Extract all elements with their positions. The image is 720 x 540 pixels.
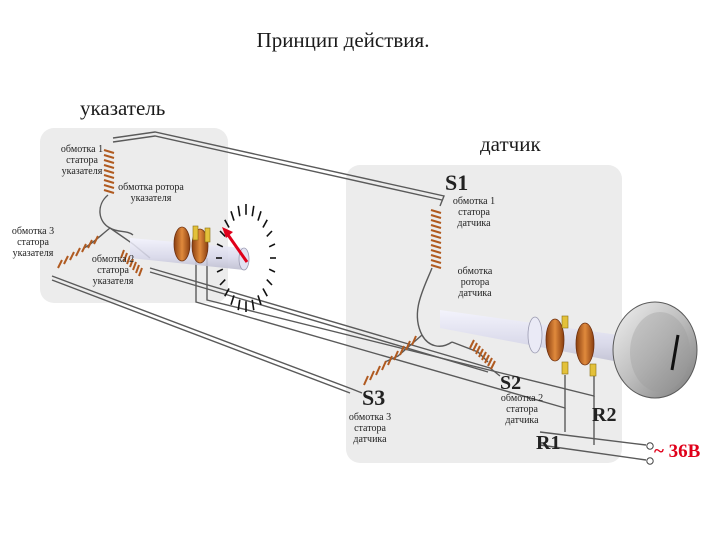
wiring — [51, 131, 647, 461]
dial-tick — [266, 230, 273, 237]
dial-tick — [219, 279, 226, 286]
supply-voltage-label: ~ 36В — [654, 441, 701, 462]
sensor-stator1-label: обмотка 1 статора датчика — [452, 196, 496, 229]
sensor-r2-label: R2 — [592, 404, 617, 426]
sensor-stator2-label: обмотка 2 статора датчика — [500, 393, 544, 426]
sensor-heading: датчик — [480, 132, 541, 156]
indicator-stator1-coil — [103, 149, 115, 194]
dial-tick — [251, 299, 255, 311]
supply-terminal-bottom — [646, 457, 654, 465]
indicator-stator2-label: обмотка 2 статора указателя — [91, 254, 135, 287]
sensor-s2-label: S2 — [500, 372, 522, 394]
indicator-stator3-label: обмотка 3 статора указателя — [11, 226, 55, 259]
sensor-stator3-coil — [363, 335, 417, 386]
indicator-stator2-coil — [120, 249, 143, 277]
indicator-arrow — [224, 231, 249, 263]
dial-tick — [251, 205, 255, 217]
dial-tick — [237, 205, 241, 217]
sensor-stator2-coil — [469, 339, 496, 370]
dial-tick — [268, 268, 276, 273]
indicator-arrow-head — [222, 227, 233, 238]
indicator-rotor-label: обмотка ротора указателя — [118, 182, 184, 204]
page-title: Принцип действия. — [256, 28, 430, 52]
indicator-stator1-label: обмотка 1 статора указателя — [60, 144, 104, 177]
sensor-r1-label: R1 — [536, 432, 561, 454]
sensor-s1-label: S1 — [445, 170, 469, 195]
supply-terminal-top — [646, 442, 654, 450]
sensor-stator1-coil — [430, 209, 442, 269]
sensor-rotor-label: обмотка ротора датчика — [457, 266, 493, 299]
sensor-knob — [612, 301, 698, 399]
indicator-heading: указатель — [80, 96, 166, 120]
dial-tick — [257, 210, 262, 221]
dial-tick — [224, 288, 230, 297]
dial-tick — [216, 243, 224, 248]
indicator-stator3-coil — [57, 235, 99, 269]
dial-tick — [257, 295, 262, 306]
sensor-stator3-label: обмотка 3 статора датчика — [348, 412, 392, 445]
dial-tick — [262, 219, 268, 228]
dial-tick — [224, 219, 230, 228]
sensor-panel — [346, 165, 622, 463]
dial-tick — [268, 243, 276, 248]
dial-tick — [262, 288, 268, 297]
dial-tick — [230, 210, 235, 221]
dial-tick — [230, 295, 235, 306]
indicator-dial — [216, 204, 276, 312]
dial-tick — [266, 279, 273, 286]
sensor-s3-label: S3 — [362, 385, 386, 410]
sensor-rotor — [440, 310, 640, 377]
dial-tick — [219, 230, 226, 237]
dial-tick — [216, 268, 224, 273]
dial-tick — [237, 299, 241, 311]
